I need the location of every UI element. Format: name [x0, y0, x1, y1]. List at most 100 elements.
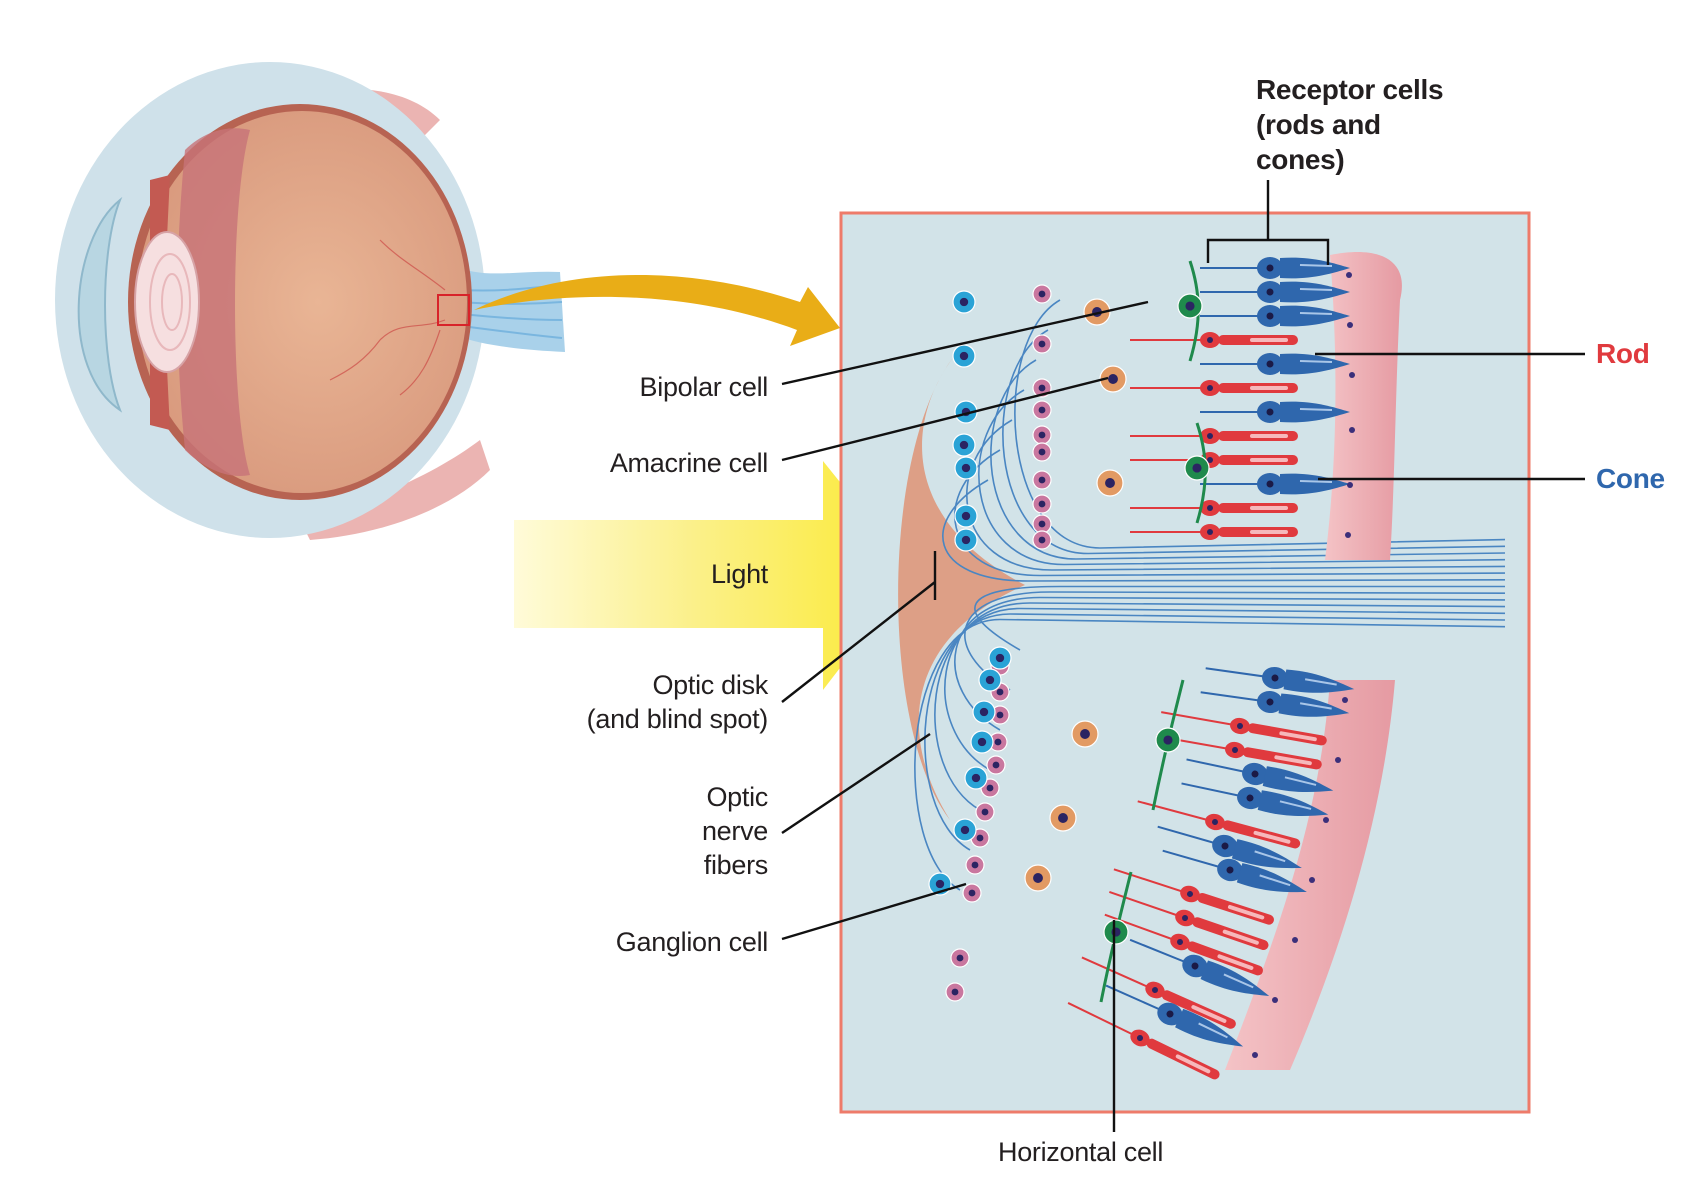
rod-cell: [1130, 524, 1298, 540]
cone-cell: [1200, 353, 1350, 375]
rod-cell: [1130, 332, 1298, 348]
amacrine-leader: [781, 376, 1109, 462]
epithelium-nucleus: [1346, 272, 1352, 278]
cone-cell: [1205, 666, 1355, 693]
ganglion-cell-nucleus: [959, 351, 969, 361]
optic-fiber: [974, 585, 1505, 651]
bipolar-cell-nucleus: [986, 784, 994, 792]
optic-disk-leader: [781, 551, 937, 703]
bipolar-leader: [781, 300, 1149, 386]
rod-cell: [1156, 735, 1322, 770]
optic-fiber: [1002, 329, 1506, 555]
bipolar-cell-nucleus: [971, 861, 979, 869]
cone-cell: [1186, 758, 1334, 793]
receptor-bracket: [1206, 180, 1330, 265]
ciliary-body: [177, 128, 250, 476]
label-ganglion-cell: Ganglion cell: [615, 927, 769, 957]
epithelium-nucleus: [1349, 427, 1355, 433]
ganglion-cell-nucleus: [977, 737, 987, 747]
ganglion-cell-nucleus: [935, 879, 945, 889]
cone-cell: [1200, 305, 1350, 327]
bipolar-cell-nucleus: [996, 711, 1004, 719]
pigment-epithelium-upper: [1325, 252, 1402, 560]
bipolar-cell-nucleus: [1038, 431, 1046, 439]
cone-cell: [1181, 782, 1329, 817]
cone-cell: [1200, 281, 1350, 303]
rod-cell: [1130, 428, 1298, 444]
bipolar-cell-nucleus: [976, 834, 984, 842]
epithelium-nucleus: [1335, 757, 1341, 763]
label-cone: Cone: [1596, 463, 1665, 494]
optic-fiber: [942, 479, 1506, 582]
cone-cell: [1162, 849, 1307, 893]
optic-fiber: [990, 359, 1506, 560]
label-optic-disk: Optic disk (and blind spot): [586, 670, 769, 734]
bipolar-cell-nucleus: [992, 761, 1000, 769]
epithelium-nucleus: [1323, 817, 1329, 823]
bipolar-cell-nucleus: [1038, 290, 1046, 298]
optic-fibers-leader: [781, 733, 931, 834]
ganglion-cell-nucleus: [961, 535, 971, 545]
label-bipolar-cell: Bipolar cell: [639, 372, 769, 402]
label-amacrine-cell: Amacrine cell: [609, 448, 768, 478]
horizontal-cell-nucleus: [1192, 463, 1202, 473]
optic-fiber: [914, 618, 1506, 891]
amacrine-cell-nucleus: [1108, 374, 1118, 384]
optic-fiber: [944, 602, 1506, 771]
epithelium-nucleus: [1292, 937, 1298, 943]
rod-cell: [1081, 956, 1236, 1029]
optic-fiber: [978, 389, 1506, 566]
label-rod: Rod: [1596, 338, 1650, 369]
ganglion-cell-nucleus: [979, 707, 989, 717]
bipolar-cell-nucleus: [1038, 500, 1046, 508]
bipolar-cell-nucleus: [1038, 476, 1046, 484]
label-receptor-cells: Receptor cells (rods and cones): [1256, 74, 1444, 175]
rod-cell: [1137, 800, 1301, 849]
label-optic-nerve-fibers: Optic nerve fibers: [701, 782, 768, 880]
leader-lines: [781, 180, 1585, 1132]
epithelium-nucleus: [1252, 1052, 1258, 1058]
zoom-arrow: [474, 275, 840, 346]
optic-disk: [898, 355, 1025, 820]
cone-cell: [1157, 825, 1302, 869]
bipolar-cell-nucleus: [968, 889, 976, 897]
amacrine-cell-nucleus: [1058, 813, 1068, 823]
cone-cell: [1200, 401, 1350, 423]
bipolar-cell-nucleus: [1038, 520, 1046, 528]
retina-detail-marker: [437, 294, 470, 326]
ganglion-cell-nucleus: [995, 653, 1005, 663]
horizontal-cell-nucleus: [1163, 735, 1173, 745]
cone-cell: [1200, 473, 1350, 495]
bipolar-cell-nucleus: [1038, 340, 1046, 348]
bipolar-cell-nucleus: [1038, 448, 1046, 456]
pigment-epithelium-lower: [1225, 680, 1395, 1070]
epithelium-nucleus: [1342, 697, 1348, 703]
bipolar-cell-nucleus: [996, 688, 1004, 696]
rod-cell: [1104, 913, 1263, 976]
bipolar-cell-nucleus: [1038, 536, 1046, 544]
cone-cell: [1129, 938, 1270, 996]
amacrine-cell-nucleus: [1080, 729, 1090, 739]
ganglion-cell-nucleus: [971, 773, 981, 783]
bipolar-cell-nucleus: [981, 808, 989, 816]
ganglion-cell-nucleus: [960, 825, 970, 835]
epithelium-nucleus: [1347, 322, 1353, 328]
epithelium-nucleus: [1309, 877, 1315, 883]
rod-cell: [1161, 711, 1327, 746]
label-light: Light: [710, 559, 768, 589]
epithelium-nucleus: [1272, 997, 1278, 1003]
ganglion-cell-nucleus: [961, 511, 971, 521]
bipolar-cell-nucleus: [1038, 384, 1046, 392]
ganglion-cell-nucleus: [959, 297, 969, 307]
epithelium-nucleus: [1347, 482, 1353, 488]
epithelium-nucleus: [1345, 532, 1351, 538]
bipolar-cell-nucleus: [1038, 406, 1046, 414]
rod-cell: [1109, 891, 1269, 951]
eye-cross-section: [55, 62, 565, 540]
ganglion-leader: [781, 882, 967, 941]
amacrine-cell-nucleus: [1033, 873, 1043, 883]
horizontal-cell-nucleus: [1185, 301, 1195, 311]
optic-fiber: [924, 613, 1506, 851]
ganglion-cell-nucleus: [985, 675, 995, 685]
